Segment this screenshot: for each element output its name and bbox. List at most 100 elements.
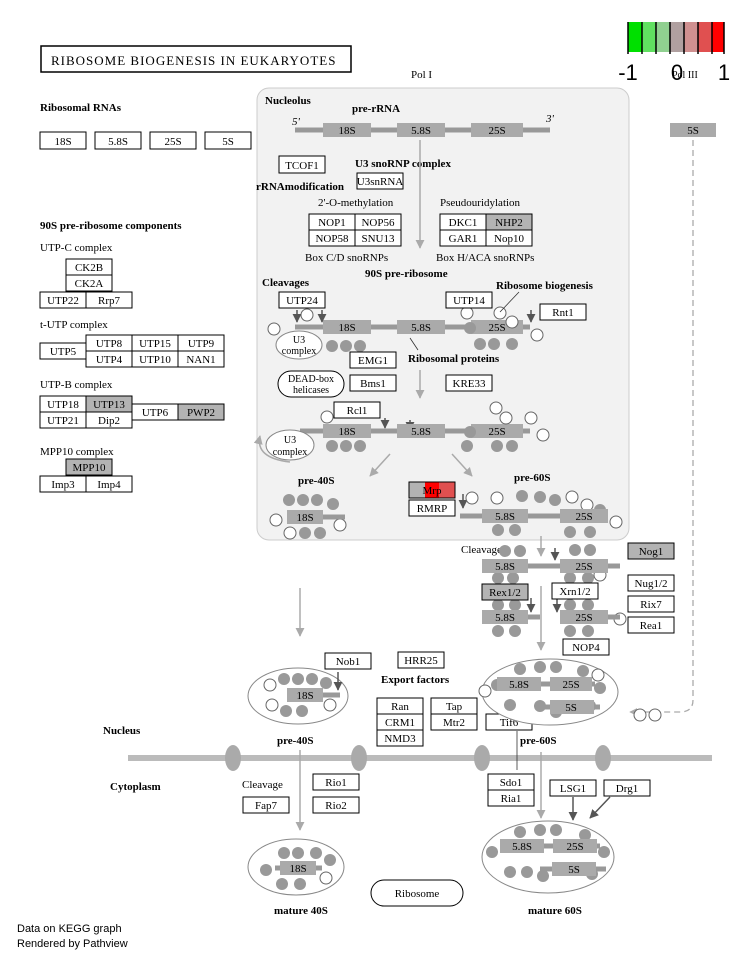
gene-ria1[interactable]: Ria1 [487, 789, 535, 807]
pre40s-particle-lower: 18S [247, 667, 349, 725]
gene-crm1[interactable]: CRM1 [376, 713, 424, 731]
gene-mtr2[interactable]: Mtr2 [430, 713, 478, 731]
ribosome-biogenesis-label: Ribosome biogenesis [496, 280, 594, 292]
svg-text:LSG1: LSG1 [560, 783, 586, 795]
svg-text:Nog1: Nog1 [639, 546, 663, 558]
gene-utp4[interactable]: UTP4 [85, 350, 133, 368]
gene-nan1[interactable]: NAN1 [177, 350, 225, 368]
gene-rcl1[interactable]: Rcl1 [333, 401, 381, 419]
gene-u3snrna[interactable]: U3snRNA [356, 172, 404, 190]
nuclear-envelope [128, 745, 712, 771]
svg-text:complex: complex [282, 346, 316, 357]
svg-text:UTP4: UTP4 [96, 354, 123, 366]
gene-pwp2[interactable]: PWP2 [177, 403, 225, 421]
deadbox-helicases: DEAD-box helicases [277, 370, 345, 398]
gene-tcof1[interactable]: TCOF1 [278, 155, 326, 174]
gene-rea1[interactable]: Rea1 [627, 616, 675, 634]
gene-utp18[interactable]: UTP18 [39, 395, 87, 413]
gene-mrp[interactable]: Mrp [408, 481, 456, 499]
gene-rmrp[interactable]: RMRP [408, 499, 456, 517]
gene-rix7[interactable]: Rix7 [627, 595, 675, 613]
svg-text:5S: 5S [565, 702, 577, 714]
gene-ran[interactable]: Ran [376, 697, 424, 715]
utpb-complex-label: UTP-B complex [40, 379, 113, 391]
gene-hrr25[interactable]: HRR25 [397, 651, 445, 669]
gene-drg1[interactable]: Drg1 [603, 779, 651, 797]
gene-utp13[interactable]: UTP13 [85, 395, 133, 413]
gene-rrp7[interactable]: Rrp7 [85, 291, 133, 309]
gene-xrn12[interactable]: Xrn1/2 [551, 582, 599, 600]
pol-i-label: Pol I [411, 69, 432, 81]
gene-utp14[interactable]: UTP14 [445, 291, 493, 309]
gene-ck2b[interactable]: CK2B [65, 258, 113, 276]
gene-rex12[interactable]: Rex1/2 [481, 583, 529, 601]
gene-dkc1[interactable]: DKC1 [439, 213, 487, 231]
gene-utp22[interactable]: UTP22 [39, 291, 87, 309]
svg-text:UTP10: UTP10 [139, 354, 171, 366]
gene-mpp10[interactable]: MPP10 [65, 458, 113, 476]
gene-dip2[interactable]: Dip2 [85, 411, 133, 429]
gene-58s[interactable]: 5.8S [94, 131, 142, 150]
gene-utp8[interactable]: UTP8 [85, 334, 133, 352]
pre60s-label: pre-60S [514, 472, 550, 484]
gene-5s[interactable]: 5S [204, 131, 252, 150]
gene-nop1[interactable]: NOP1 [308, 213, 356, 231]
ribosome-box[interactable]: Ribosome [370, 879, 464, 907]
gene-rio1[interactable]: Rio1 [312, 773, 360, 791]
gene-utp5[interactable]: UTP5 [39, 342, 87, 360]
footer-line1: Data on KEGG graph [17, 923, 122, 935]
svg-text:NOP4: NOP4 [572, 642, 600, 654]
box-cd-label: Box C/D snoRNPs [305, 252, 388, 264]
gene-25s[interactable]: 25S [149, 131, 197, 150]
svg-text:18S: 18S [289, 863, 306, 875]
gene-rio2[interactable]: Rio2 [312, 796, 360, 814]
gene-nog1[interactable]: Nog1 [627, 542, 675, 560]
svg-text:5S: 5S [222, 136, 234, 148]
gene-imp3[interactable]: Imp3 [39, 475, 87, 493]
gene-bms1[interactable]: Bms1 [349, 374, 397, 392]
svg-text:RMRP: RMRP [417, 503, 448, 515]
gene-nmd3[interactable]: NMD3 [376, 729, 424, 747]
svg-text:Rio2: Rio2 [325, 800, 346, 812]
nucleolus-label: Nucleolus [265, 95, 312, 107]
gene-nhp2[interactable]: NHP2 [485, 213, 533, 231]
gene-kre33[interactable]: KRE33 [445, 374, 493, 392]
gene-utp6[interactable]: UTP6 [131, 403, 179, 421]
gene-sdo1[interactable]: Sdo1 [487, 773, 535, 791]
gene-lsg1[interactable]: LSG1 [549, 779, 597, 797]
gene-utp9[interactable]: UTP9 [177, 334, 225, 352]
gene-utp24[interactable]: UTP24 [278, 291, 326, 309]
gene-tap[interactable]: Tap [430, 697, 478, 715]
gene-gar1[interactable]: GAR1 [439, 229, 487, 247]
gene-rnt1[interactable]: Rnt1 [539, 303, 587, 321]
gene-nop56[interactable]: NOP56 [354, 213, 402, 231]
gene-nop58[interactable]: NOP58 [308, 229, 356, 247]
gene-utp10[interactable]: UTP10 [131, 350, 179, 368]
gene-utp15[interactable]: UTP15 [131, 334, 179, 352]
svg-text:NHP2: NHP2 [495, 217, 523, 229]
svg-text:U3: U3 [293, 335, 305, 346]
gene-nob1[interactable]: Nob1 [324, 652, 372, 670]
legend-max: 1 [718, 60, 730, 85]
pre60s-particle-top: 5.8S 25S [460, 490, 623, 538]
gene-utp21[interactable]: UTP21 [39, 411, 87, 429]
gene-nug12[interactable]: Nug1/2 [627, 574, 675, 592]
svg-text:PWP2: PWP2 [187, 407, 215, 419]
svg-text:5.8S: 5.8S [495, 511, 515, 523]
svg-text:5.8S: 5.8S [411, 426, 431, 438]
gene-imp4[interactable]: Imp4 [85, 475, 133, 493]
cleavages2-label: Cleavages [461, 544, 506, 556]
gene-emg1[interactable]: EMG1 [349, 351, 397, 369]
gene-nop4[interactable]: NOP4 [562, 638, 610, 656]
gene-nop10[interactable]: Nop10 [485, 229, 533, 247]
svg-text:25S: 25S [164, 136, 181, 148]
svg-text:NMD3: NMD3 [384, 733, 416, 745]
svg-text:HRR25: HRR25 [404, 655, 438, 667]
gene-ck2a[interactable]: CK2A [65, 274, 113, 292]
svg-text:Rnt1: Rnt1 [552, 307, 573, 319]
svg-text:18S: 18S [338, 322, 355, 334]
gene-18s[interactable]: 18S [39, 131, 87, 150]
gene-fap7[interactable]: Fap7 [242, 796, 290, 814]
svg-text:Imp4: Imp4 [97, 479, 121, 491]
gene-snu13[interactable]: SNU13 [354, 229, 402, 247]
